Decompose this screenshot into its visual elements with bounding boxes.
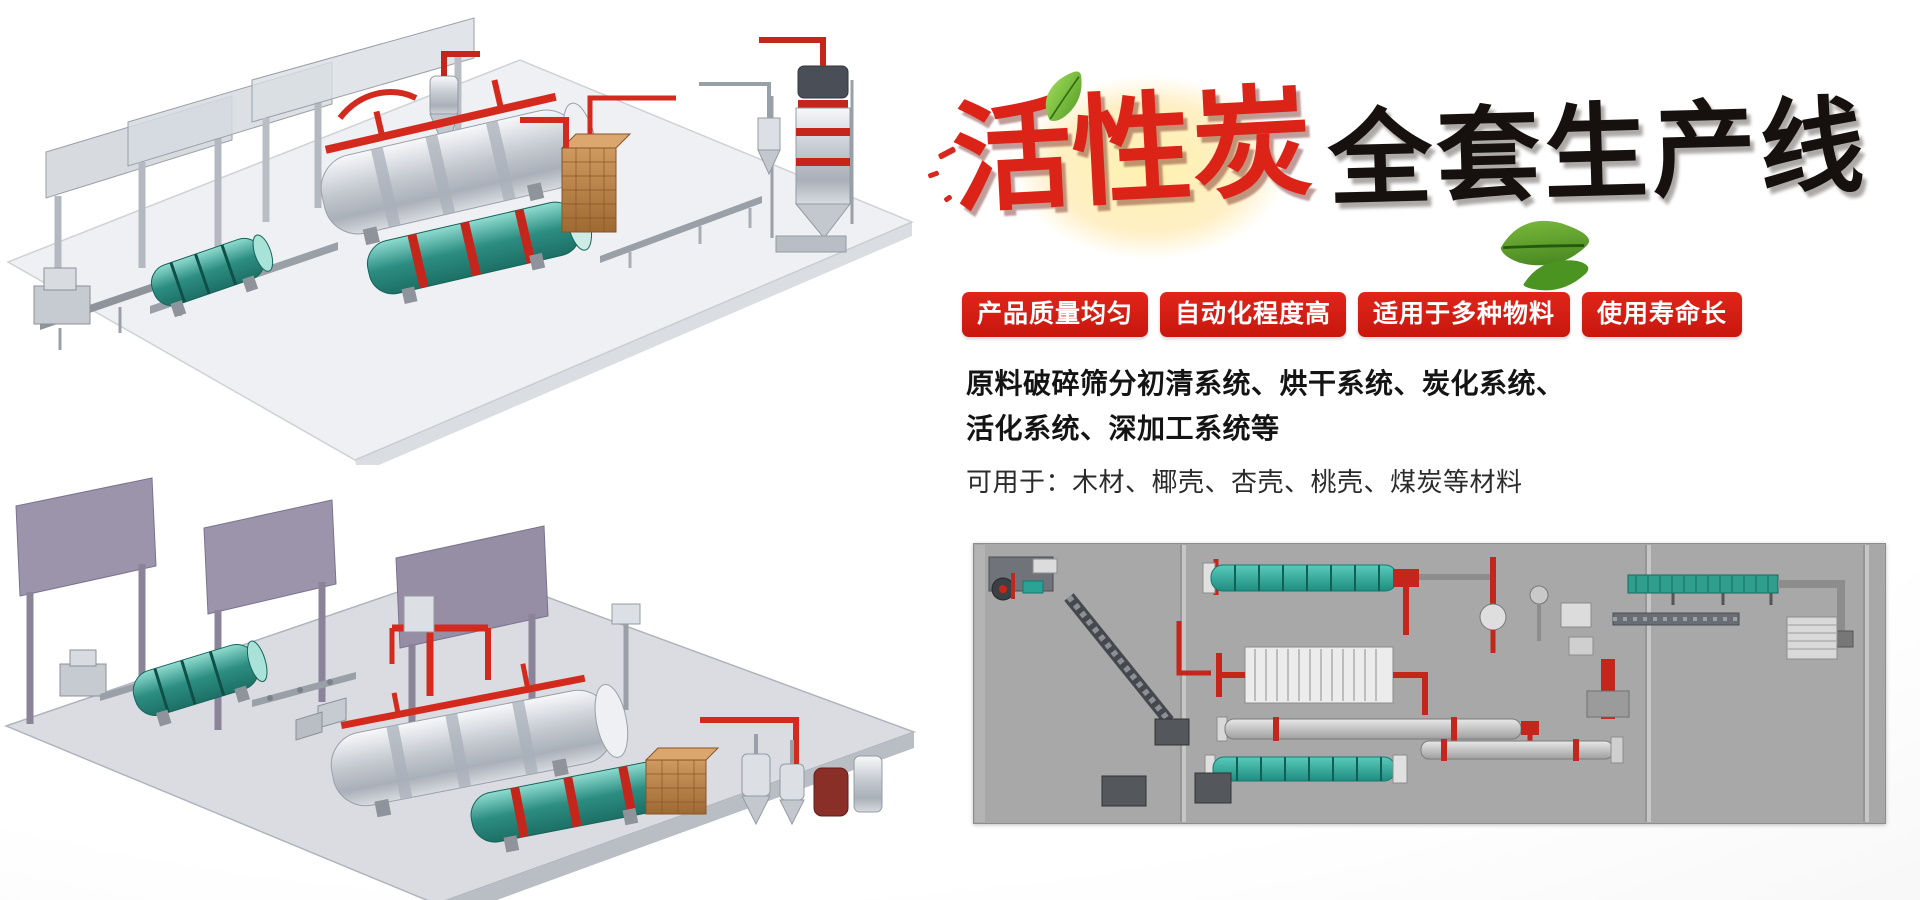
title-glow <box>975 50 1325 285</box>
transfer-conveyor <box>600 196 762 268</box>
rotary-dryer-drum-bottom <box>330 663 629 818</box>
surge-tank <box>403 595 435 633</box>
dedusting-tanks <box>700 717 883 826</box>
rotary-drum-green <box>150 234 274 318</box>
production-line-render-top <box>6 17 914 465</box>
production-line-render-bottom <box>3 477 917 900</box>
hot-blast-stove-bottom <box>644 747 720 815</box>
schematic-packing-section <box>1612 574 1854 660</box>
schematic-dryer-section <box>1194 557 1630 804</box>
leaf-icon <box>1500 220 1590 291</box>
rotary-drum-green-bottom <box>132 640 268 727</box>
elevated-walkways <box>45 17 475 306</box>
badge-automation: 自动化程度高 <box>1160 292 1347 337</box>
desc-line-2: 活化系统、深加工系统等 <box>966 412 1280 444</box>
schematic-wall-lines <box>1180 545 1869 822</box>
plant-layout-schematic-drawing <box>973 543 1886 824</box>
screw-conveyor <box>252 672 356 741</box>
feature-badges: 产品质量均匀 自动化程度高 适用于多种物料 使用寿命长 <box>962 292 1743 337</box>
badge-lifespan: 使用寿命长 <box>1582 292 1743 337</box>
leaf-icon <box>1045 71 1082 122</box>
title-black: 全套生产线 <box>1326 89 1870 220</box>
carbonization-furnace <box>699 37 854 253</box>
desc-line-1: 原料破碎筛分初清系统、烘干系统、炭化系统、 <box>966 368 1565 399</box>
hot-blast-stove <box>560 133 632 233</box>
title-red: 活性炭 <box>948 75 1316 228</box>
schematic-crusher-section <box>988 556 1211 807</box>
plant-layout-schematic <box>973 543 1886 824</box>
applications-note: 可用于：木材、椰壳、杏壳、桃壳、煤炭等材料 <box>966 467 1523 497</box>
exhaust-stack <box>611 603 641 710</box>
badge-quality: 产品质量均匀 <box>962 292 1149 337</box>
badge-materials: 适用于多种物料 <box>1358 292 1571 337</box>
red-piping <box>337 89 676 148</box>
systems-description: 原料破碎筛分初清系统、烘干系统、炭化系统、 活化系统、深加工系统等 <box>966 362 1565 452</box>
